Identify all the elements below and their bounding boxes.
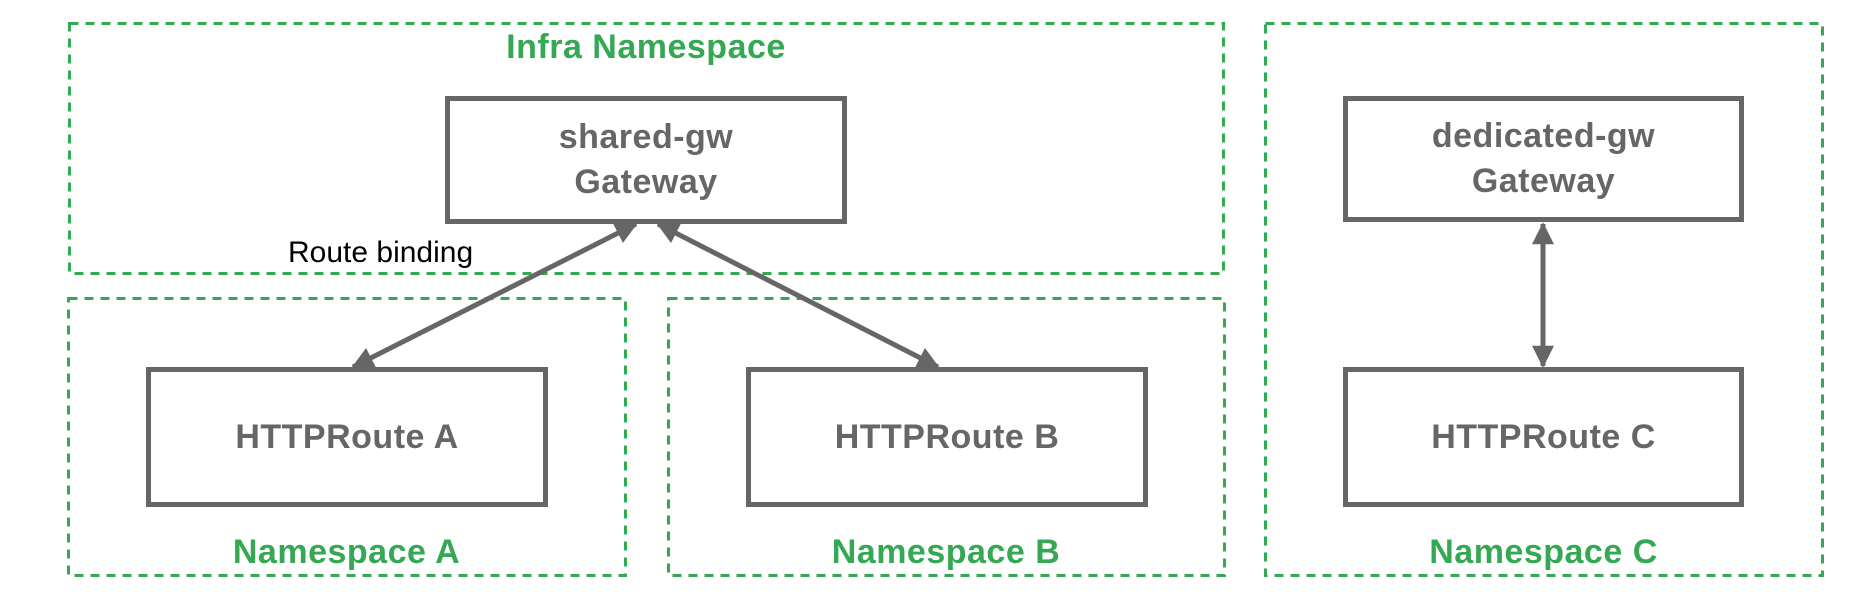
node-shared-gw-name: shared-gw: [558, 118, 734, 156]
node-dedicated-gw-gateway: dedicated-gw Gateway: [1343, 96, 1744, 222]
namespace-b-border: [667, 297, 1226, 577]
node-shared-gw-gateway: shared-gw Gateway: [445, 96, 847, 224]
infra-namespace-border: [68, 22, 1225, 275]
node-httproute-a: HTTPRoute A: [146, 367, 548, 507]
node-dedicated-gw-kind: Gateway: [1471, 162, 1616, 200]
namespace-a-label: Namespace A: [232, 533, 461, 571]
arrow-httproute-a-to-shared-gw: [351, 221, 638, 370]
node-httproute-b: HTTPRoute B: [746, 367, 1148, 507]
node-httproute-b-name: HTTPRoute B: [834, 417, 1060, 456]
node-httproute-c-name: HTTPRoute C: [1431, 417, 1656, 456]
node-dedicated-gw-name: dedicated-gw: [1431, 117, 1656, 155]
node-httproute-a-name: HTTPRoute A: [235, 417, 459, 456]
namespace-a-border: [67, 297, 627, 577]
arrow-httproute-b-to-shared-gw: [656, 221, 940, 370]
route-binding-label: Route binding: [288, 236, 474, 269]
namespace-b-label: Namespace B: [831, 533, 1061, 571]
node-shared-gw-kind: Gateway: [574, 163, 718, 201]
node-httproute-c: HTTPRoute C: [1343, 367, 1744, 507]
infra-namespace-label: Infra Namespace: [506, 28, 786, 66]
namespace-c-border: [1264, 22, 1824, 577]
namespace-c-label: Namespace C: [1429, 533, 1658, 571]
